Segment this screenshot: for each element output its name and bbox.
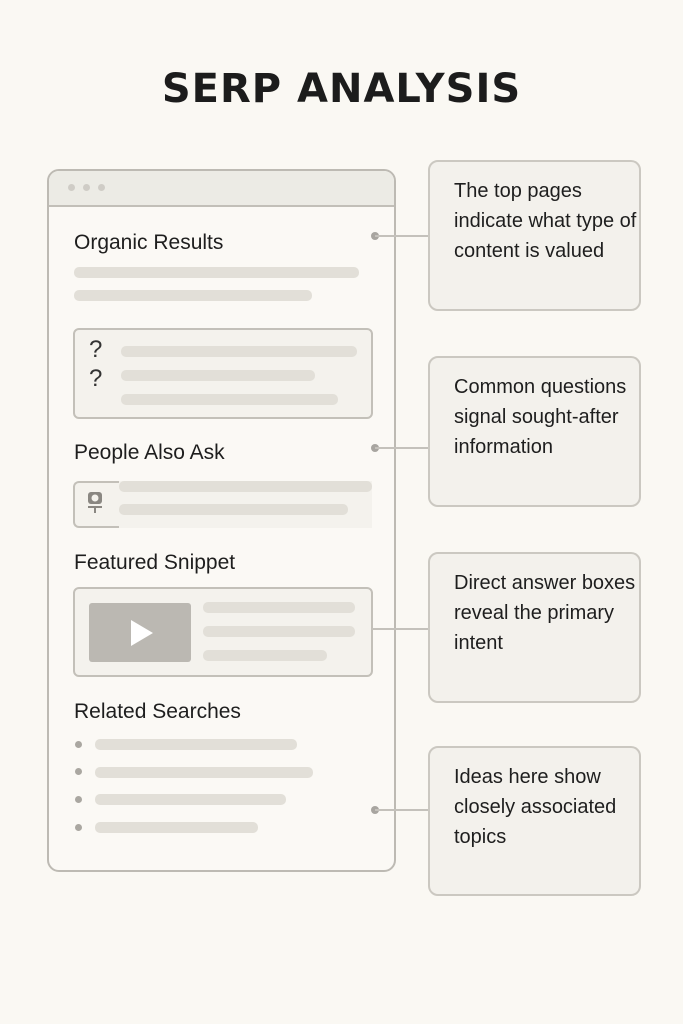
placeholder-line xyxy=(121,370,315,381)
placeholder-line xyxy=(203,626,355,637)
annotation-card-organic: The top pages indicate what type of cont… xyxy=(428,160,641,311)
play-icon xyxy=(131,620,153,646)
questions-box: ? ? xyxy=(73,328,373,419)
placeholder-line xyxy=(119,504,348,515)
connector-line xyxy=(375,235,428,237)
window-dot-icon xyxy=(83,184,90,191)
placeholder-line xyxy=(95,739,297,750)
annotation-card-related: Ideas here show closely associated topic… xyxy=(428,746,641,896)
browser-title-bar xyxy=(49,171,394,207)
bullet-icon xyxy=(75,796,82,803)
bullet-icon xyxy=(75,741,82,748)
paa-icon-box xyxy=(73,481,119,528)
placeholder-line xyxy=(121,346,357,357)
bullet-icon xyxy=(75,768,82,775)
placeholder-line xyxy=(203,650,327,661)
placeholder-line xyxy=(119,481,372,492)
person-icon xyxy=(88,492,102,513)
organic-results-heading: Organic Results xyxy=(74,231,224,254)
bullet-icon xyxy=(75,824,82,831)
connector-line xyxy=(372,628,428,630)
video-thumbnail xyxy=(89,603,191,662)
related-searches-heading: Related Searches xyxy=(74,700,241,723)
window-dot-icon xyxy=(68,184,75,191)
paa-content xyxy=(119,481,372,528)
placeholder-line xyxy=(95,822,258,833)
placeholder-line xyxy=(74,267,359,278)
annotation-card-paa: Common questions signal sought-after inf… xyxy=(428,356,641,507)
annotation-card-snippet: Direct answer boxes reveal the primary i… xyxy=(428,552,641,703)
placeholder-line xyxy=(121,394,338,405)
page-title: SERP ANALYSIS xyxy=(161,66,522,112)
placeholder-line xyxy=(203,602,355,613)
question-icon: ? xyxy=(89,336,103,363)
placeholder-line xyxy=(95,767,313,778)
connector-line xyxy=(375,809,428,811)
placeholder-line xyxy=(95,794,286,805)
connector-line xyxy=(375,447,428,449)
question-icon: ? xyxy=(89,365,103,392)
featured-snippet-heading: Featured Snippet xyxy=(74,551,236,574)
people-also-ask-heading: People Also Ask xyxy=(74,441,225,464)
window-dot-icon xyxy=(98,184,105,191)
placeholder-line xyxy=(74,290,312,301)
browser-mockup: Organic Results ? ? People Also Ask Feat… xyxy=(47,169,396,872)
snippet-box xyxy=(73,587,373,677)
